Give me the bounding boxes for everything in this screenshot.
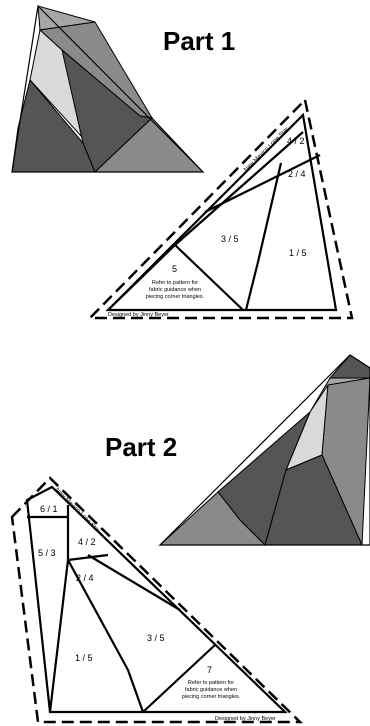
part1-label-15: 1 / 5 <box>289 248 307 258</box>
part1-label-35: 3 / 5 <box>221 234 239 244</box>
part2-label-7: 7 <box>207 665 212 675</box>
part2-label-35: 3 / 5 <box>147 633 165 643</box>
part1-cut-line <box>87 97 354 320</box>
part2-note-line2: fabric guidance when <box>185 687 237 693</box>
part1-label-24: 2 / 4 <box>288 169 306 179</box>
part2-seam-c <box>67 553 109 562</box>
part2-label-61: 6 / 1 <box>40 504 58 514</box>
part2-outline <box>158 354 370 546</box>
part2-credit: Designed by Jinny Beyer <box>215 716 276 722</box>
part2-patch-dark-top <box>328 354 370 379</box>
part2-label-24: 2 / 4 <box>76 573 94 583</box>
part1-corner-left <box>107 244 176 311</box>
part2-note-line1: Refer to pattern for <box>188 680 234 686</box>
part2-template: New Mexico Lone Star 6 / 1 5 / 3 4 / 2 2… <box>10 476 304 724</box>
part2-heading: Part 2 <box>105 432 177 462</box>
part1-note-line3: piecing corner triangles. <box>146 294 205 300</box>
part1-seam-b <box>204 154 321 213</box>
part2-label-15: 1 / 5 <box>75 653 93 663</box>
part2-seam-d <box>48 559 70 713</box>
part1-seam-c <box>256 162 283 263</box>
part1-credit: Designed by Jinny Beyer <box>108 312 169 318</box>
part2-seam-text: New Mexico Lone Star <box>54 487 101 534</box>
part2-note-line3: piecing corner triangles. <box>182 694 241 700</box>
part2-label-53: 5 / 3 <box>38 548 56 558</box>
part1-label-5: 5 <box>172 264 177 274</box>
part1-label-42: 4 / 2 <box>287 136 305 146</box>
part2-seam-g <box>87 554 181 611</box>
part1-heading: Part 1 <box>163 26 235 56</box>
part2-corner-left <box>142 644 216 713</box>
part1-outline <box>11 4 205 173</box>
part1-corner-right <box>174 244 244 311</box>
part1-preview <box>11 4 205 173</box>
part2-sew-outline <box>25 485 288 714</box>
part1-seam-d <box>244 261 260 311</box>
part2-seam-f <box>126 669 145 713</box>
part1-note-line1: Refer to pattern for <box>152 280 198 286</box>
part2-cut-line <box>10 476 304 724</box>
part2-seam-e <box>67 559 129 671</box>
part2-label-42: 4 / 2 <box>78 537 96 547</box>
part1-note-line2: fabric guidance when <box>149 287 201 293</box>
part1-seam-a <box>174 131 304 246</box>
part2-preview <box>158 354 370 546</box>
